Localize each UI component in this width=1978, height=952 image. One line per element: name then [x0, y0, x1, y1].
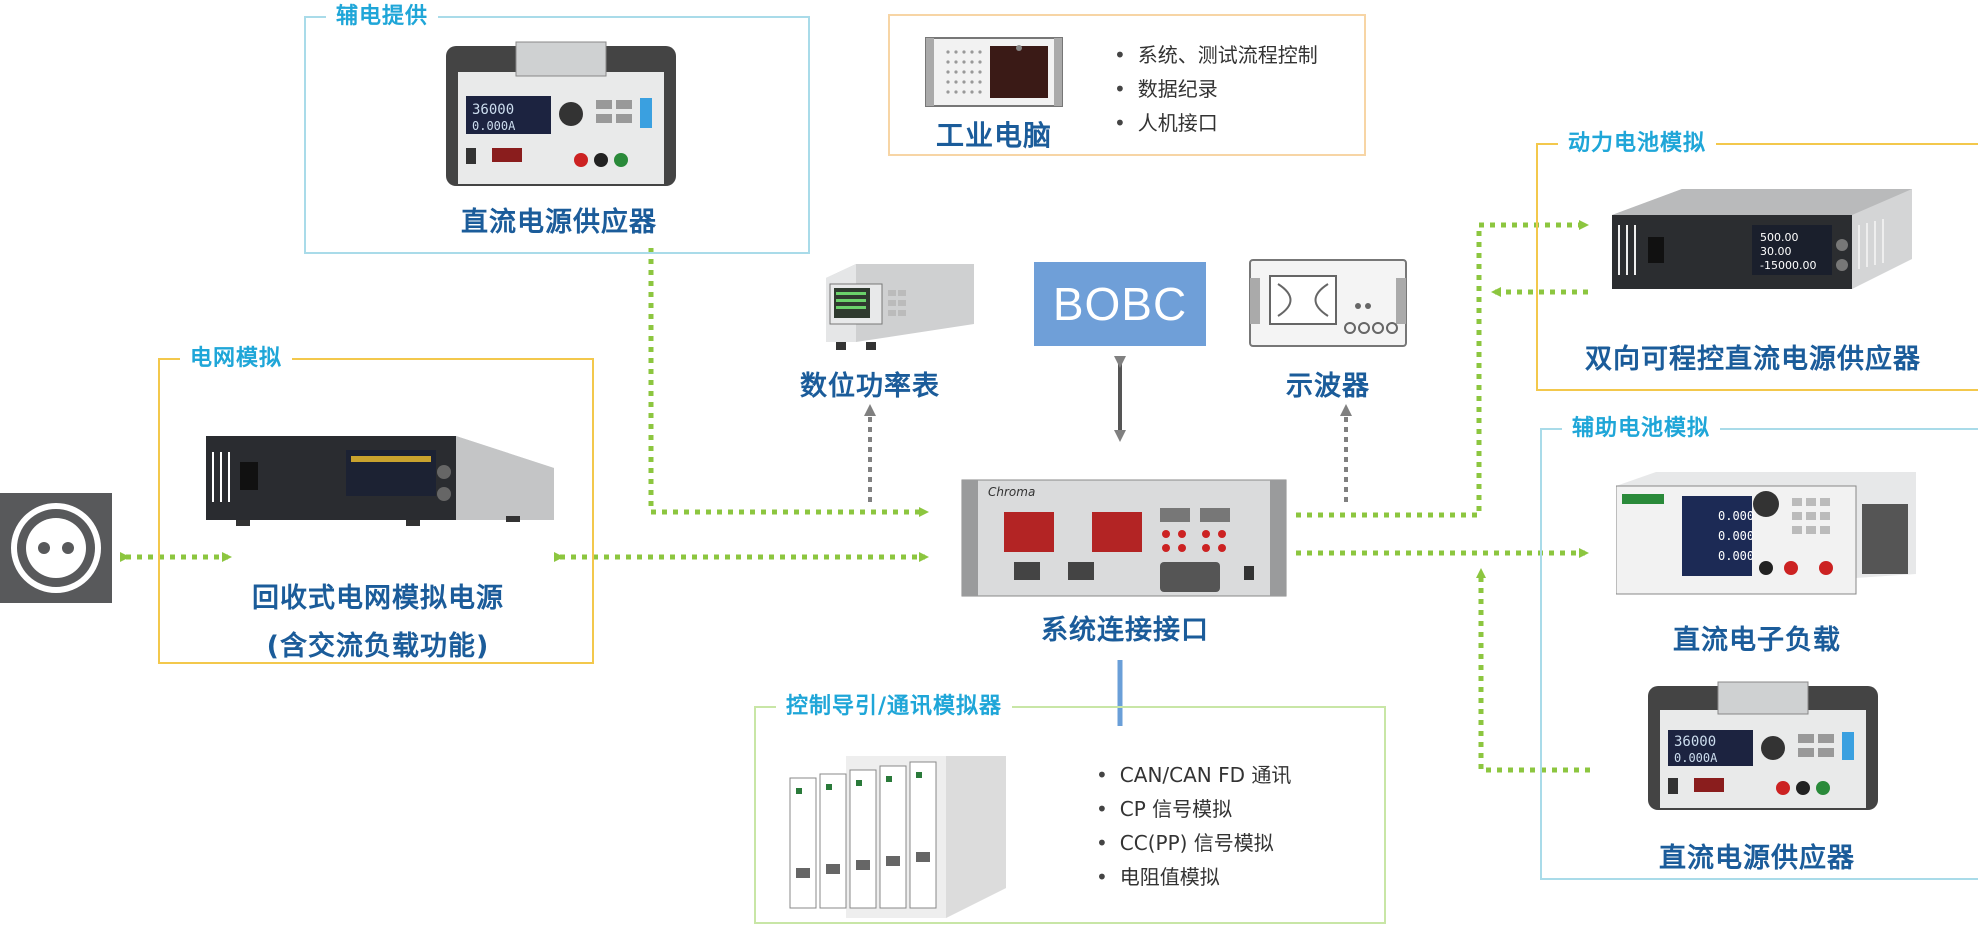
power-battery-label: 双向可程控直流电源供应器	[1585, 344, 1921, 375]
psu-voltage-readout: 36000	[472, 102, 514, 118]
list-item: 系统、测试流程控制	[1114, 38, 1318, 72]
aux-dc-power-supply-image: 36000 0.000A	[1648, 681, 1878, 810]
industrial-pc-box: 工业电脑 系统、测试流程控制 数据纪录 人机接口	[888, 14, 1366, 156]
wire-psu-to-interface	[648, 248, 929, 517]
load-value-3: 0.000	[1718, 549, 1754, 563]
grid-sim-box: 电网模拟 回收式电网模拟电源 (含交流负载功能)	[158, 346, 594, 664]
aux-psu-current-readout: 0.000A	[1674, 751, 1718, 765]
control-pilot-box: 控制导引/通讯模拟器 CAN/CAN FD 通讯 CP 信号模拟 CC(PP) …	[754, 694, 1386, 924]
aux-psu-voltage-readout: 36000	[1674, 734, 1716, 750]
industrial-pc-image	[925, 37, 1063, 107]
bidir-value-3: -15000.00	[1760, 259, 1816, 272]
grid-sim-title: 电网模拟	[180, 346, 293, 372]
dc-electronic-load-image: 0.000 0.000 0.000	[1616, 472, 1916, 595]
dc-power-supply-image: 36000 0.000A	[446, 41, 676, 186]
bobc-block: BOBC	[1034, 262, 1206, 346]
wire-auxpsu-up	[1476, 568, 1590, 773]
electronic-load-label: 直流电子负载	[1673, 625, 1841, 656]
bidirectional-dc-supply-image: 500.00 30.00 -15000.00	[1612, 189, 1912, 289]
industrial-pc-label: 工业电脑	[935, 119, 1052, 152]
list-item: CP 信号模拟	[1096, 792, 1291, 826]
list-item: CC(PP) 信号模拟	[1096, 826, 1291, 860]
aux-battery-box: 辅助电池模拟 0.000 0.000 0.000 直流电子负载 36000 0.…	[1540, 416, 1978, 880]
digital-power-meter-image	[826, 264, 974, 350]
outlet-icon	[11, 503, 101, 593]
oscilloscope-image	[1249, 259, 1407, 347]
control-pilot-title: 控制导引/通讯模拟器	[776, 694, 1013, 720]
power-battery-box: 动力电池模拟 500.00 30.00 -15000.00 双向可程控直流电源供…	[1536, 131, 1978, 391]
aux-power-supply-label: 直流电源供应器	[1659, 843, 1855, 874]
grid-sim-label: 回收式电网模拟电源	[252, 583, 504, 614]
regenerative-grid-simulator-image	[206, 436, 554, 526]
psu-current-readout: 0.000A	[472, 119, 516, 133]
aux-power-title: 辅电提供	[326, 4, 439, 30]
power-meter-label: 数位功率表	[800, 371, 940, 402]
list-item: 电阻值模拟	[1096, 860, 1291, 894]
load-value-2: 0.000	[1718, 529, 1754, 543]
grid-sim-sublabel: (含交流负载功能)	[266, 631, 490, 662]
system-interface-unit-image: Chroma	[961, 479, 1287, 597]
industrial-pc-bullets: 系统、测试流程控制 数据纪录 人机接口	[1114, 38, 1318, 140]
control-pilot-bullets: CAN/CAN FD 通讯 CP 信号模拟 CC(PP) 信号模拟 电阻值模拟	[1096, 758, 1292, 894]
bidir-value-2: 30.00	[1760, 245, 1792, 258]
power-outlet	[0, 493, 112, 603]
list-item: 人机接口	[1114, 106, 1318, 140]
aux-power-label: 直流电源供应器	[461, 207, 657, 238]
list-item: 数据纪录	[1114, 72, 1318, 106]
list-item: CAN/CAN FD 通讯	[1096, 758, 1292, 792]
bidir-value-1: 500.00	[1760, 231, 1799, 244]
aux-battery-title: 辅助电池模拟	[1562, 416, 1721, 442]
wire-interface-bidir	[1296, 220, 1589, 518]
power-battery-title: 动力电池模拟	[1558, 131, 1717, 157]
bobc-text: BOBC	[1052, 278, 1188, 330]
system-interface-label: 系统连接接口	[1041, 615, 1209, 646]
control-pilot-chassis-image	[789, 756, 1006, 918]
interface-brand-text: Chroma	[988, 485, 1035, 499]
oscilloscope-label: 示波器	[1286, 371, 1370, 402]
aux-power-box: 辅电提供 36000 0.000A 直流电源供应器	[304, 4, 810, 254]
load-value-1: 0.000	[1718, 509, 1754, 523]
